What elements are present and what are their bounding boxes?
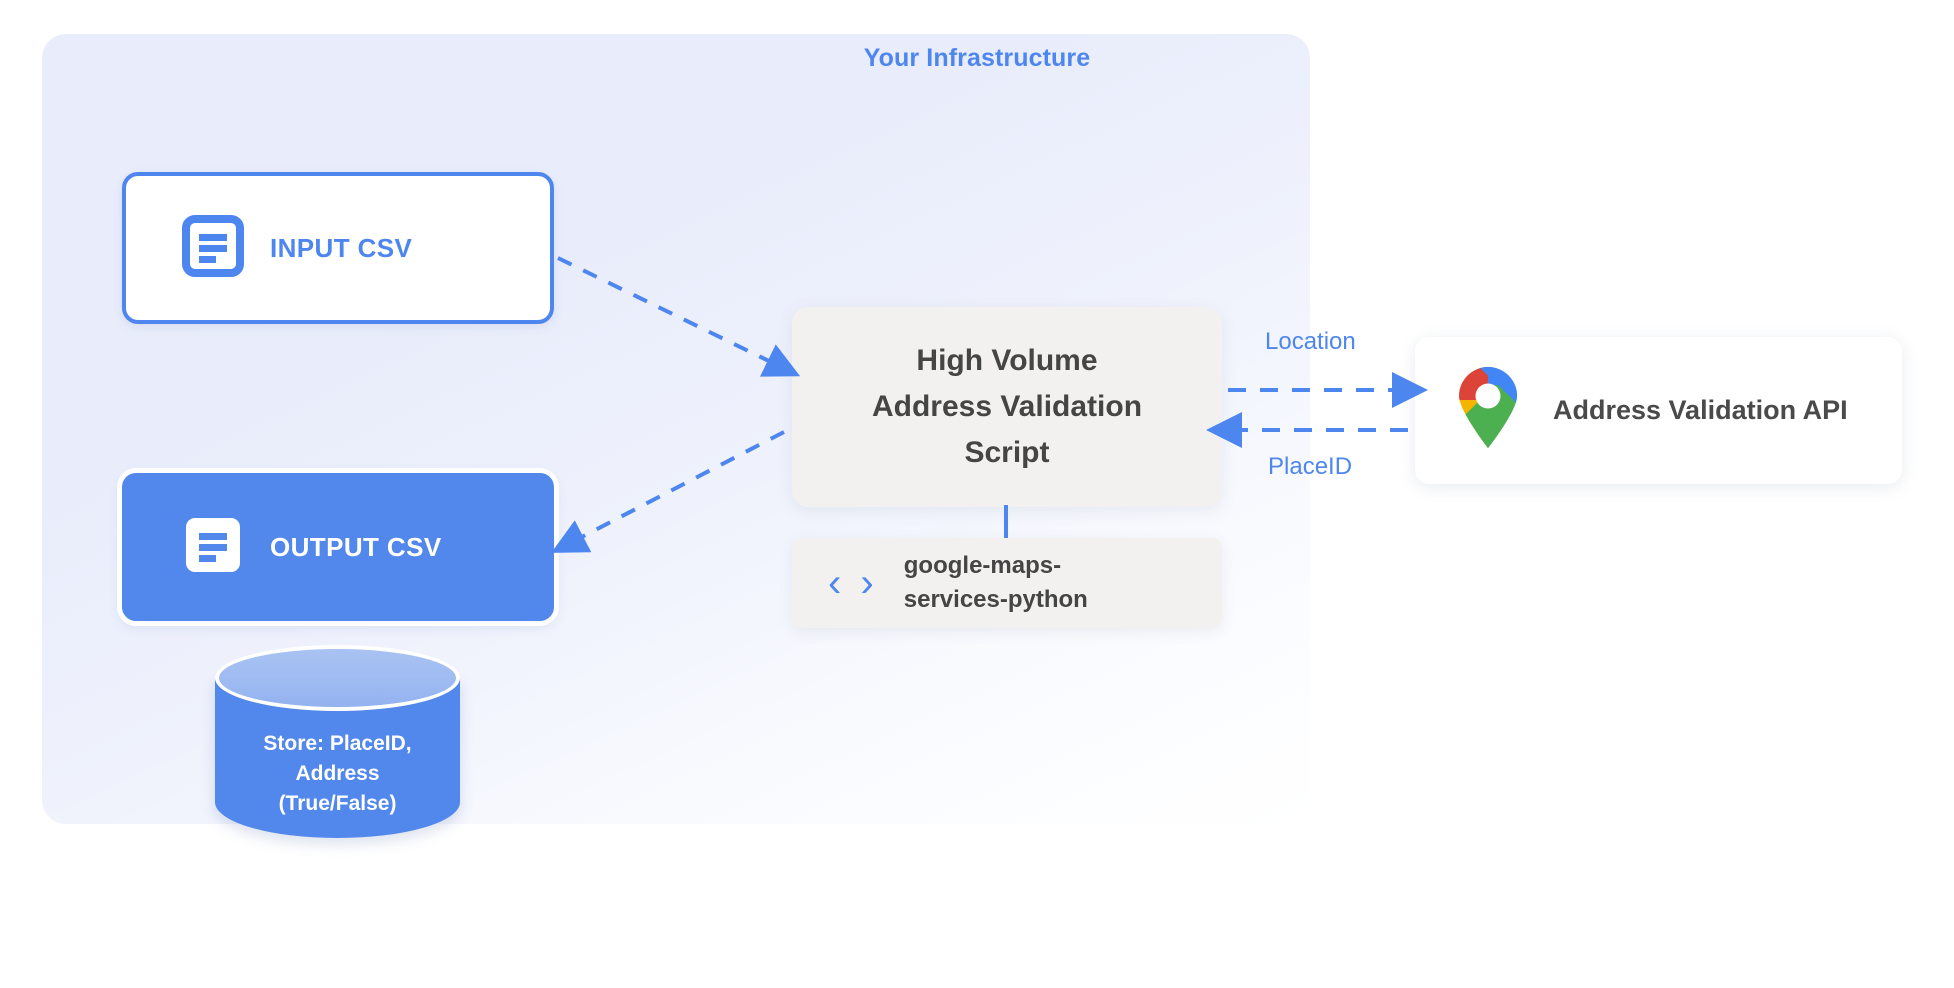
document-lines-icon <box>182 214 244 282</box>
node-address-validation-api[interactable]: Address Validation API <box>1415 337 1902 484</box>
database-line-2: Address <box>295 762 380 785</box>
edge-label-placeid: PlaceID <box>1268 453 1353 480</box>
database-top-ellipse <box>215 645 460 711</box>
api-label: Address Validation API <box>1553 395 1848 425</box>
node-input-csv-label: INPUT CSV <box>270 232 413 263</box>
node-library[interactable]: ‹ › google-maps- services-python <box>792 538 1222 628</box>
document-lines-icon <box>182 514 244 581</box>
script-line-3: Script <box>964 436 1050 469</box>
library-line-2: services-python <box>903 586 1088 613</box>
script-line-1: High Volume <box>916 344 1098 377</box>
panel-title: Your Infrastructure <box>863 44 1091 72</box>
script-library-connector <box>1004 505 1008 541</box>
library-label: google-maps- services-python <box>904 549 1088 617</box>
code-brackets-icon: ‹ › <box>828 561 878 605</box>
edge-label-location: Location <box>1265 328 1356 355</box>
database-line-3: (True/False) <box>278 792 397 815</box>
google-maps-pin-icon <box>1455 367 1521 454</box>
node-database[interactable]: Store: PlaceID, Address (True/False) <box>215 645 460 865</box>
database-line-1: Store: PlaceID, <box>263 732 412 755</box>
script-label: High Volume Address Validation Script <box>872 338 1142 476</box>
node-input-csv[interactable]: INPUT CSV <box>122 172 554 324</box>
node-output-csv-label: OUTPUT CSV <box>270 531 442 562</box>
script-line-2: Address Validation <box>871 390 1143 423</box>
database-label: Store: PlaceID, Address (True/False) <box>215 729 460 819</box>
node-output-csv[interactable]: OUTPUT CSV <box>122 473 554 621</box>
library-line-1: google-maps- <box>903 552 1062 579</box>
node-validation-script[interactable]: High Volume Address Validation Script <box>792 307 1222 507</box>
